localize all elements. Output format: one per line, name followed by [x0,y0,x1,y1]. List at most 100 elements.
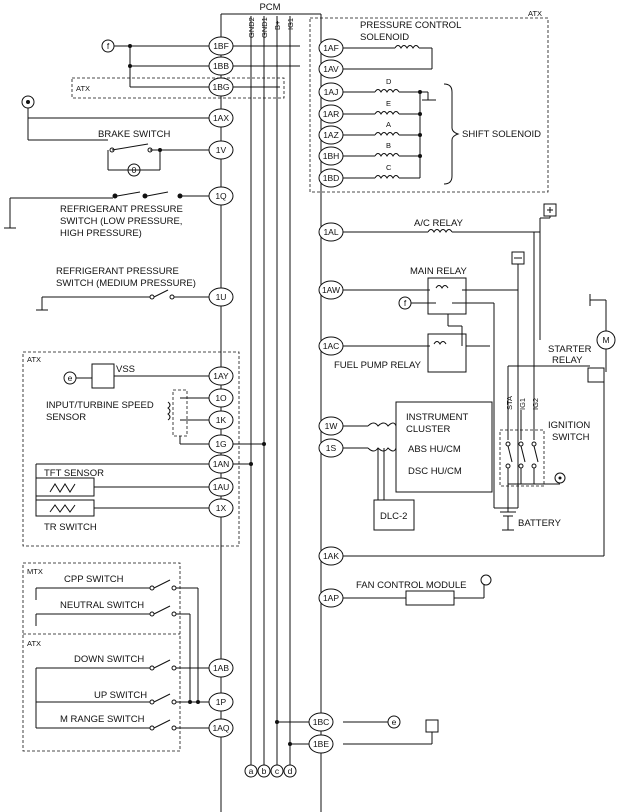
ig1-label: IG1 [518,398,527,410]
pin-1al: 1AL [318,222,344,242]
pin-1aq: 1AQ [208,718,234,738]
atx-label-1bg: ATX [76,84,90,93]
sol-letter-a: A [386,120,391,129]
svg-text:1AF: 1AF [323,43,339,53]
shift-solenoid-label: SHIFT SOLENOID [462,129,541,140]
svg-text:1V: 1V [216,145,227,155]
svg-text:1AL: 1AL [323,227,338,237]
pin-1s: 1S [318,438,344,458]
pin-1av: 1AV [318,59,344,79]
svg-text:1BE: 1BE [313,739,329,749]
pin-1w: 1W [318,416,344,436]
pcm-internal-buses [250,16,291,765]
bus-terminal-d: d [288,766,293,776]
svg-text:0: 0 [132,165,137,175]
atx-label-switches: ATX [27,639,41,648]
left-wiring: f ATX BRAKE SWITCH 0 [4,39,300,752]
svg-text:1AU: 1AU [213,482,230,492]
pin-1af: 1AF [318,38,344,58]
pcm-bus-labels: GND2 GND1 B+ IG1 [247,17,295,38]
svg-text:1Q: 1Q [215,191,227,201]
refrigerant-m-label-2: SWITCH (MEDIUM PRESSURE) [56,278,196,289]
svg-text:1BB: 1BB [213,61,229,71]
sta-label: STA [505,396,514,410]
ig2-label: IG2 [531,398,540,410]
refrigerant-lh-label-2: SWITCH (LOW PRESSURE, [60,216,182,227]
pin-1bb: 1BB [208,56,234,76]
bus-terminal-a: a [249,766,254,776]
svg-text:1AW: 1AW [322,285,340,295]
right-pins: 1AF 1AV 1AJ 1AR 1AZ 1BH 1BD 1AL 1AW 1AC … [308,38,344,754]
svg-text:1U: 1U [216,292,227,302]
svg-text:1O: 1O [215,393,227,403]
pcs-label-1: PRESSURE CONTROL [360,20,461,31]
vss-label: VSS [116,364,135,375]
svg-text:1AQ: 1AQ [212,723,229,733]
pcs-label-2: SOLENOID [360,32,409,43]
pin-1k: 1K [208,410,234,430]
svg-text:1AZ: 1AZ [323,130,339,140]
pin-1aj: 1AJ [318,82,344,102]
svg-text:1W: 1W [325,421,338,431]
input-turbine-label-1: INPUT/TURBINE SPEED [46,400,154,411]
starter-relay-label-1: STARTER [548,344,592,355]
instrument-label-1: INSTRUMENT [406,412,468,423]
svg-text:1AP: 1AP [323,593,339,603]
instrument-label-2: CLUSTER [406,424,450,435]
pin-1an: 1AN [208,454,234,474]
fuel-pump-relay-label: FUEL PUMP RELAY [334,360,422,371]
svg-text:1G: 1G [215,439,226,449]
pin-1ax: 1AX [208,108,234,128]
up-switch-label: UP SWITCH [94,690,147,701]
pin-1bc: 1BC [308,712,334,732]
pin-1ap: 1AP [318,588,344,608]
pin-1bd: 1BD [318,168,344,188]
pin-1aw: 1AW [318,280,344,300]
fan-control-label: FAN CONTROL MODULE [356,580,467,591]
tft-sensor-label: TFT SENSOR [44,468,104,479]
pin-1au: 1AU [208,477,234,497]
svg-text:1S: 1S [326,443,337,453]
pin-1bg: 1BG [208,77,234,97]
sol-letter-b: B [386,141,391,150]
pin-1ay: 1AY [208,366,234,386]
starter-relay-label-2: RELAY [552,355,583,366]
svg-text:1K: 1K [216,415,227,425]
svg-text:1BD: 1BD [323,173,340,183]
connector-e-vss: e [68,373,73,383]
pin-1p: 1P [208,692,234,712]
atx-label-sensors: ATX [27,355,41,364]
motor-label: M [602,335,609,345]
svg-text:1AC: 1AC [323,341,340,351]
connector-f-top: f [107,41,110,51]
sol-letter-c: C [386,163,392,172]
pin-1be: 1BE [308,734,334,754]
refrigerant-m-label-1: REFRIGERANT PRESSURE [56,266,179,277]
abs-label: ABS HU/CM [408,444,461,455]
tr-switch-label: TR SWITCH [44,522,97,533]
bus-label-gnd2: GND2 [247,17,256,38]
sol-letter-e: E [386,99,391,108]
input-turbine-label-2: SENSOR [46,412,86,423]
connector-e-1bc: e [392,717,397,727]
pin-1g: 1G [208,434,234,454]
m-range-switch-label: M RANGE SWITCH [60,714,145,725]
svg-text:1AY: 1AY [213,371,229,381]
connector-f-main: f [404,298,407,308]
bus-label-bplus: B+ [273,20,282,30]
pcm-bus-terminals: a b c d [244,764,297,778]
pin-1ab: 1AB [208,658,234,678]
svg-text:1BC: 1BC [313,717,330,727]
ignition-label-1: IGNITION [548,420,590,431]
bus-label-ig1: IG1 [286,18,295,30]
svg-text:1AN: 1AN [213,459,230,469]
battery-label: BATTERY [518,518,562,529]
down-switch-label: DOWN SWITCH [74,654,144,665]
dlc-label: DLC-2 [380,511,407,522]
refrigerant-lh-label-1: REFRIGERANT PRESSURE [60,204,183,215]
pin-1bf: 1BF [208,36,234,56]
pin-1bh: 1BH [318,146,344,166]
svg-text:1AB: 1AB [213,663,229,673]
bus-terminal-b: b [262,766,267,776]
